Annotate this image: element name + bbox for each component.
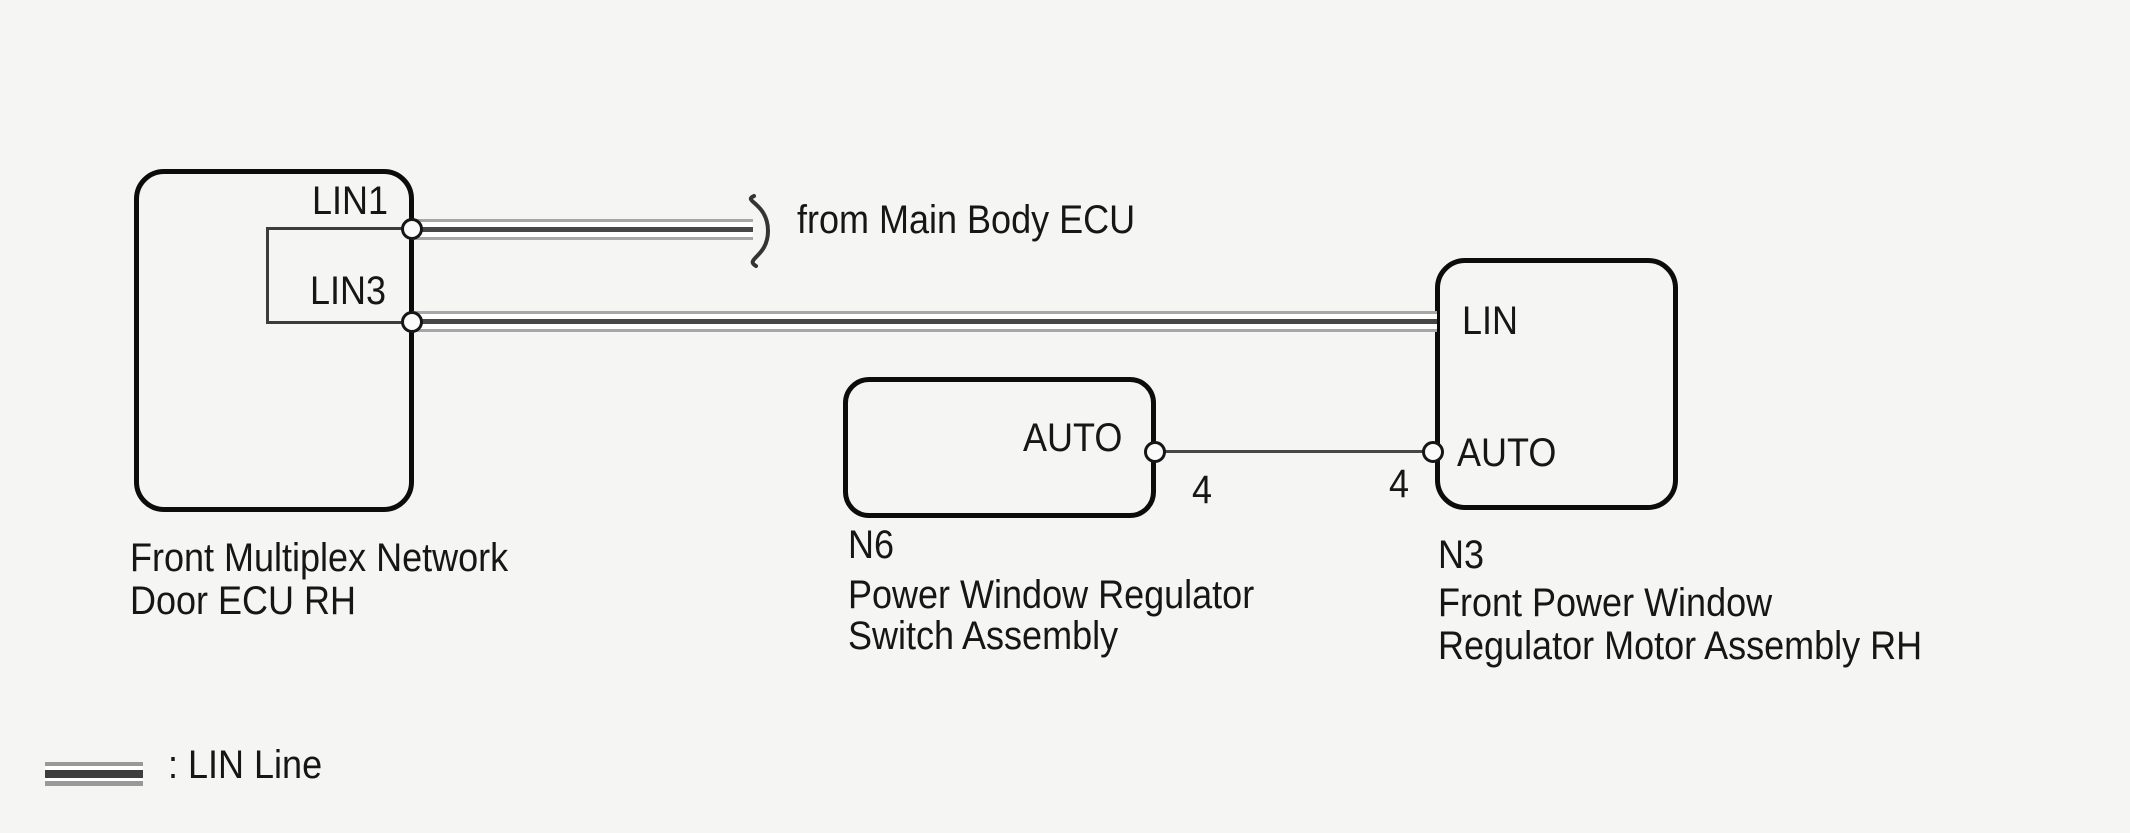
- offpage-connector-icon: [748, 194, 771, 268]
- pin-label-lin3: LIN3: [310, 269, 387, 313]
- pin-label-n3-lin: LIN: [1462, 299, 1519, 343]
- auto-signal-wire: [1155, 450, 1434, 453]
- pin-terminal-lin1: [401, 218, 423, 240]
- legend-lin-line-swatch-icon: [45, 762, 143, 786]
- caption-n3-line2: Regulator Motor Assembly RH: [1438, 624, 1923, 668]
- pin-terminal-lin3: [401, 311, 423, 333]
- component-box-front-multiplex-door-ecu: [134, 169, 414, 512]
- component-box-n3-motor-assembly: [1435, 258, 1678, 510]
- pin-label-n3-auto: AUTO: [1457, 431, 1557, 475]
- caption-n3-code: N3: [1438, 533, 1485, 577]
- caption-front-multiplex-line2: Door ECU RH: [130, 579, 357, 623]
- legend-label: : LIN Line: [168, 743, 323, 787]
- pin-label-lin1: LIN1: [312, 179, 389, 223]
- caption-front-multiplex-line1: Front Multiplex Network: [130, 536, 509, 580]
- caption-n3-line1: Front Power Window: [1438, 581, 1773, 625]
- pin-label-n6-auto: AUTO: [1023, 416, 1123, 460]
- caption-n6-code: N6: [848, 523, 895, 567]
- caption-n6-line1: Power Window Regulator: [848, 573, 1255, 617]
- lin-line-lin3-to-motor: [412, 311, 1437, 332]
- pin-number-n6-auto: 4: [1192, 468, 1213, 512]
- pin-terminal-n6-auto: [1144, 441, 1166, 463]
- external-link-label: from Main Body ECU: [797, 198, 1136, 242]
- pin-number-n3-auto: 4: [1389, 462, 1410, 506]
- caption-n6-line2: Switch Assembly: [848, 614, 1119, 658]
- lin-line-lin1-to-main-body-ecu: [412, 219, 753, 240]
- pin-terminal-n3-auto: [1422, 441, 1444, 463]
